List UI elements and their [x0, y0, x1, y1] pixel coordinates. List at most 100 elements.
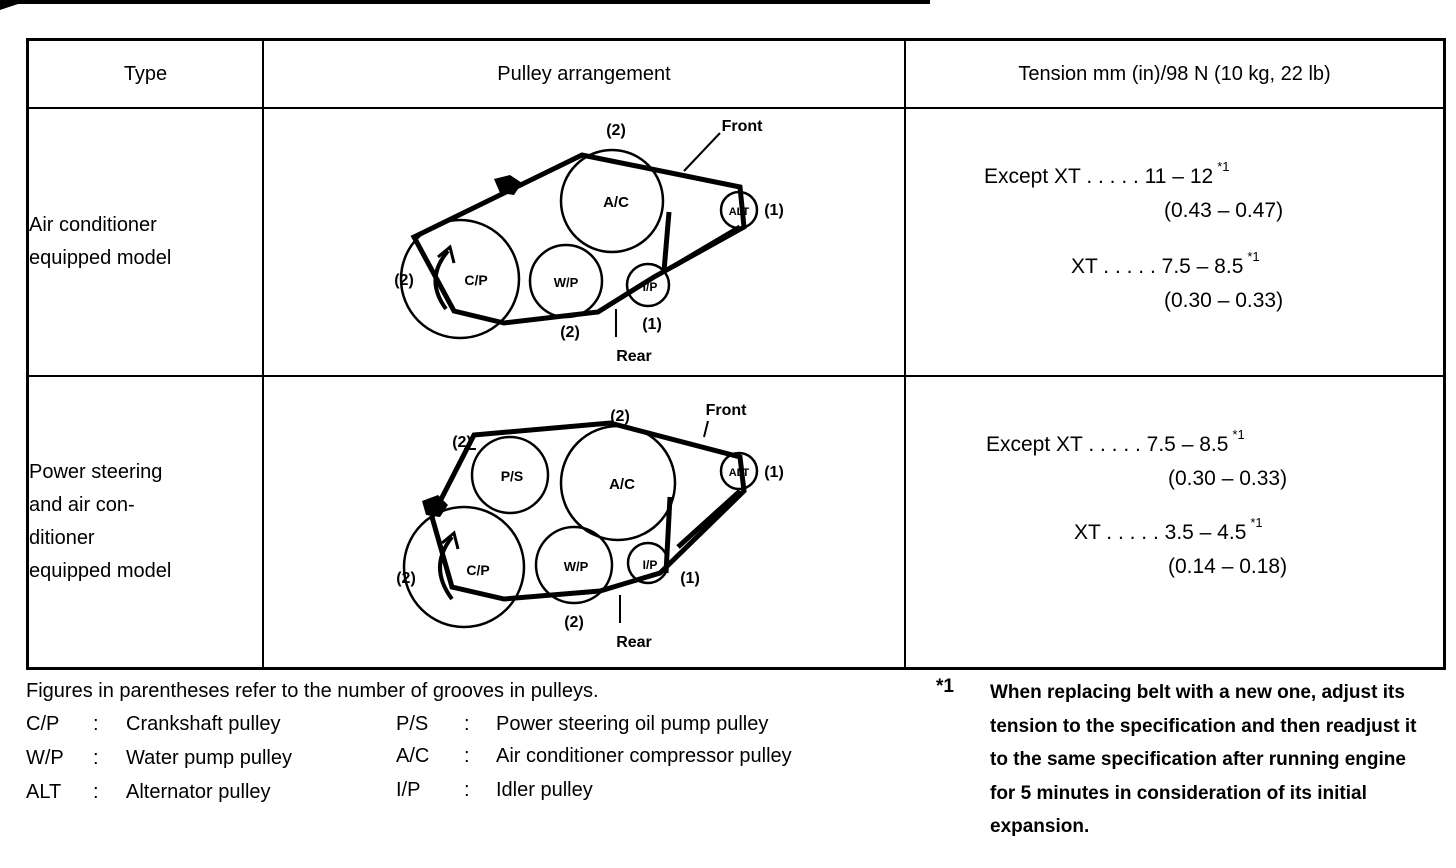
legend-name: Alternator pulley [126, 781, 271, 803]
legend-caption: Figures in parentheses refer to the numb… [26, 680, 599, 702]
label-cp-grooves: (2) [394, 272, 414, 289]
type-line: equipped model [29, 247, 172, 269]
alt-label: ALT [729, 467, 750, 479]
tension-xt: XT . . . . . 7.5 – 8.5*1 [1071, 249, 1260, 279]
drive-belt [410, 152, 747, 326]
rotation-arrow [433, 249, 450, 311]
legend-abbr: P/S [396, 713, 429, 735]
tension-xt-value: XT . . . . . 3.5 – 4.5 [1074, 521, 1247, 544]
wp-label: W/P [564, 559, 589, 574]
table-row: Power steering and air con- ditioner equ… [26, 375, 1446, 670]
pulley-diagram-ac: (2) Front (1) (2) (2) (1) Rear A/C ALT C… [394, 118, 784, 365]
tension-cell: Except XT . . . . . 11 – 12*1 (0.43 – 0.… [904, 107, 1446, 377]
wp-label: W/P [554, 275, 579, 290]
type-line: equipped model [29, 560, 172, 582]
type-cell: Air conditioner equipped model [26, 107, 264, 377]
wp-pulley [528, 243, 604, 319]
tension-cell: Except XT . . . . . 7.5 – 8.5*1 (0.30 – … [904, 375, 1446, 670]
tension-except-value: Except XT . . . . . 7.5 – 8.5 [986, 433, 1229, 456]
header-type: Type [26, 38, 264, 109]
legend-abbr: C/P [26, 713, 60, 735]
legend-sep: : [93, 747, 99, 769]
label-bottom-grooves: (2) [564, 614, 584, 631]
legend-name: Water pump pulley [126, 747, 292, 769]
footnote-ref: *1 [1250, 515, 1263, 530]
tension-except-xt-in: (0.30 – 0.33) [1168, 467, 1288, 490]
legend-sep: : [464, 745, 470, 767]
label-top-grooves: (2) [606, 122, 626, 139]
pulley-diagram-ps-ac: (2) Front (2) (1) (2) (2) (1) Rear P/S A… [396, 402, 784, 651]
table-row: Air conditioner equipped model [26, 107, 1446, 377]
ip-pulley [625, 262, 671, 308]
ip-pulley [626, 541, 670, 585]
label-ip-grooves: (1) [680, 570, 700, 587]
alt-pulley [719, 451, 759, 491]
tension-xt-value: XT . . . . . 7.5 – 8.5 [1071, 255, 1244, 278]
legend-name: Power steering oil pump pulley [496, 713, 769, 735]
cp-pulley [399, 218, 521, 340]
type-line: ditioner [29, 527, 95, 549]
ps-pulley [470, 435, 550, 515]
label-cp-grooves: (2) [396, 570, 416, 587]
ac-pulley [559, 424, 677, 542]
legend-sep: : [93, 781, 99, 803]
footnote-text: When replacing belt with a new one, adju… [990, 682, 1417, 837]
label-alt-grooves: (1) [764, 202, 784, 219]
tension-except-xt-in: (0.43 – 0.47) [1164, 199, 1284, 222]
top-rule [0, 0, 930, 4]
wp-pulley [534, 525, 614, 605]
footnote-ref: *1 [1217, 159, 1230, 174]
ip-label: I/P [643, 558, 658, 572]
drive-belt [429, 420, 747, 602]
type-line: Air conditioner [29, 214, 157, 236]
footnote-mark: *1 [936, 676, 954, 697]
tensioner-mark [494, 175, 522, 195]
header-tension: Tension mm (in)/98 N (10 kg, 22 lb) [904, 38, 1446, 109]
label-alt-grooves: (1) [764, 464, 784, 481]
label-front: Front [706, 402, 748, 419]
legend-name: Crankshaft pulley [126, 713, 281, 735]
legend-sep: : [93, 713, 99, 735]
type-line: Power steering [29, 461, 163, 483]
tension-except-value: Except XT . . . . . 11 – 12 [984, 165, 1214, 188]
cp-pulley [402, 505, 526, 629]
tension-xt-in: (0.14 – 0.18) [1168, 555, 1288, 578]
footnote-ref: *1 [1232, 427, 1245, 442]
legend-abbr: I/P [396, 779, 421, 801]
tension-except-xt: Except XT . . . . . 7.5 – 8.5*1 [986, 427, 1245, 457]
ac-pulley [559, 148, 665, 254]
alt-pulley [719, 190, 759, 230]
alt-label: ALT [729, 206, 750, 218]
top-rule-tab [0, 0, 30, 10]
cp-label: C/P [464, 272, 487, 288]
pulley-diagram-cell: (2) Front (2) (1) (2) (2) (1) Rear P/S A… [262, 375, 906, 670]
ps-label: P/S [501, 468, 524, 484]
legend-sep: : [464, 779, 470, 801]
label-ps-grooves: (2) [452, 434, 472, 451]
ac-label: A/C [609, 476, 635, 493]
label-front: Front [722, 118, 764, 135]
ip-label: I/P [643, 280, 658, 294]
legend-abbr: ALT [26, 781, 62, 803]
legend-abbr: W/P [26, 747, 64, 769]
tension-xt: XT . . . . . 3.5 – 4.5*1 [1074, 515, 1263, 545]
type-line: and air con- [29, 494, 135, 516]
ac-label: A/C [603, 194, 629, 211]
legend-name: Air conditioner compressor pulley [496, 745, 792, 767]
legend-name: Idler pulley [496, 779, 593, 801]
legend-abbr: A/C [396, 745, 430, 767]
header-pulley-arrangement: Pulley arrangement [262, 38, 906, 109]
tension-xt-in: (0.30 – 0.33) [1164, 289, 1284, 312]
footnote-ref: *1 [1247, 249, 1260, 264]
label-ip-grooves: (1) [642, 316, 662, 333]
label-rear: Rear [616, 634, 652, 651]
tension-except-xt: Except XT . . . . . 11 – 12*1 [984, 159, 1229, 189]
rotation-arrow [438, 535, 454, 601]
header-row: Type Pulley arrangement Tension mm (in)/… [26, 38, 1446, 109]
label-top-grooves: (2) [610, 408, 630, 425]
tensioner-mark [422, 495, 448, 517]
label-rear: Rear [616, 348, 652, 365]
cp-label: C/P [466, 562, 489, 578]
legend-sep: : [464, 713, 470, 735]
belt-tension-table: Type Pulley arrangement Tension mm (in)/… [26, 38, 1446, 670]
